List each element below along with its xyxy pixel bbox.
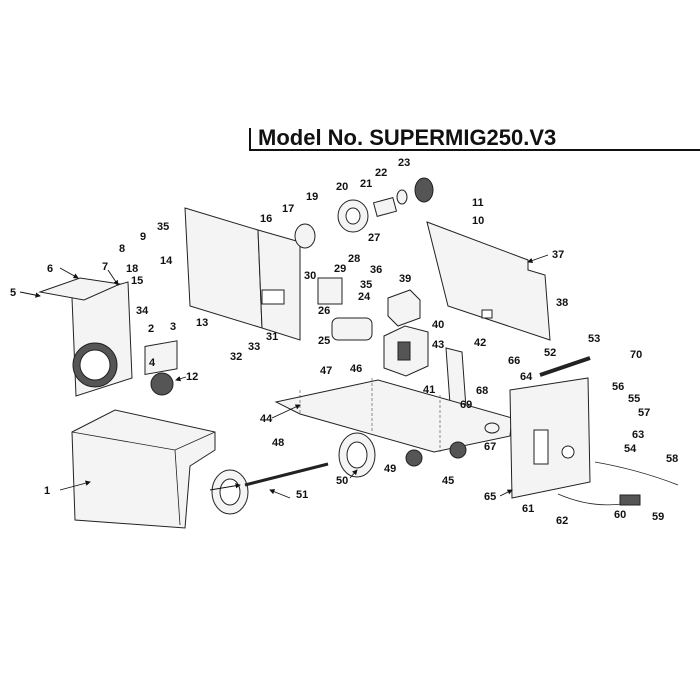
part-label-11: 11 xyxy=(472,197,484,209)
part-label-12: 12 xyxy=(186,371,198,383)
part-label-35: 35 xyxy=(157,221,169,233)
main-transformer-part xyxy=(383,325,429,377)
part-label-26: 26 xyxy=(318,305,330,317)
front-control-panel-part xyxy=(509,377,591,499)
wire-feed-assembly-part xyxy=(294,177,434,249)
axle-wheel-part xyxy=(211,462,329,515)
part-label-2: 2 xyxy=(148,323,154,335)
part-label-54: 54 xyxy=(624,443,637,455)
ground-clamp-cable-part xyxy=(557,461,679,506)
part-label-70: 70 xyxy=(630,349,642,361)
part-label-58: 58 xyxy=(666,453,678,465)
front-panel-part xyxy=(71,281,133,397)
large-wheel-part xyxy=(338,432,376,478)
side-cover-part xyxy=(71,409,216,529)
part-label-56: 56 xyxy=(612,381,624,393)
leader-lines xyxy=(19,254,549,499)
part-label-61: 61 xyxy=(522,503,534,515)
part-number-labels: 1 2 3 4 5 6 7 8 9 10 11 12 13 14 15 16 1… xyxy=(10,157,678,527)
part-label-9: 9 xyxy=(140,231,146,243)
filter-cylinder-part xyxy=(484,422,500,434)
model-number-title: Model No. SUPERMIG250.V3 xyxy=(258,125,556,150)
part-label-43: 43 xyxy=(432,339,444,351)
part-label-28: 28 xyxy=(348,253,360,265)
part-label-66: 66 xyxy=(508,355,520,367)
part-label-67: 67 xyxy=(484,441,496,453)
part-label-3: 3 xyxy=(170,321,176,333)
part-label-39: 39 xyxy=(399,273,411,285)
part-label-18: 18 xyxy=(126,263,138,275)
part-label-41: 41 xyxy=(423,384,435,396)
part-label-47: 47 xyxy=(320,365,332,377)
part-label-64: 64 xyxy=(520,371,533,383)
part-label-33: 33 xyxy=(248,341,260,353)
part-label-45: 45 xyxy=(442,475,454,487)
part-label-6: 6 xyxy=(47,263,53,275)
part-label-60: 60 xyxy=(614,509,626,521)
top-bracket-part xyxy=(38,277,122,301)
part-label-19: 19 xyxy=(306,191,318,203)
part-label-53: 53 xyxy=(588,333,600,345)
part-label-21: 21 xyxy=(360,178,372,190)
part-label-30: 30 xyxy=(304,270,316,282)
contactor-part xyxy=(317,277,343,305)
part-label-22: 22 xyxy=(375,167,387,179)
part-label-20: 20 xyxy=(336,181,348,193)
part-label-25: 25 xyxy=(318,335,330,347)
part-label-7: 7 xyxy=(102,261,108,273)
cooling-fan-part xyxy=(144,340,178,396)
part-label-68: 68 xyxy=(476,385,488,397)
part-label-29: 29 xyxy=(334,263,346,275)
transformer-block-part xyxy=(387,289,421,327)
part-label-31: 31 xyxy=(266,331,278,343)
part-label-15: 15 xyxy=(131,275,143,287)
part-label-4: 4 xyxy=(149,357,156,369)
part-label-17: 17 xyxy=(282,203,294,215)
part-label-27: 27 xyxy=(368,232,380,244)
middle-partition-part xyxy=(184,207,301,341)
top-lid-part xyxy=(426,221,551,341)
part-label-38: 38 xyxy=(556,297,568,309)
part-label-44: 44 xyxy=(260,413,273,425)
part-label-23: 23 xyxy=(398,157,410,169)
part-label-57: 57 xyxy=(638,407,650,419)
part-label-13: 13 xyxy=(196,317,208,329)
part-label-51: 51 xyxy=(296,489,308,501)
part-label-55: 55 xyxy=(628,393,640,405)
caster-wheels-part xyxy=(405,441,467,467)
base-tray-part xyxy=(274,378,513,453)
part-label-16: 16 xyxy=(260,213,272,225)
part-label-5: 5 xyxy=(10,287,16,299)
part-label-35b: 35 xyxy=(360,279,372,291)
torch-cable-part xyxy=(539,356,591,377)
motor-part xyxy=(331,317,373,341)
part-label-62: 62 xyxy=(556,515,568,527)
part-label-52: 52 xyxy=(544,347,556,359)
part-label-36: 36 xyxy=(370,264,382,276)
part-label-50: 50 xyxy=(336,475,348,487)
part-label-34: 34 xyxy=(136,305,149,317)
part-label-32: 32 xyxy=(230,351,242,363)
part-label-8: 8 xyxy=(119,243,125,255)
part-label-14: 14 xyxy=(160,255,173,267)
part-label-40: 40 xyxy=(432,319,444,331)
part-label-24: 24 xyxy=(358,291,371,303)
part-label-46: 46 xyxy=(350,363,362,375)
part-label-65: 65 xyxy=(484,491,496,503)
part-label-42: 42 xyxy=(474,337,486,349)
part-label-69: 69 xyxy=(460,399,472,411)
part-label-48: 48 xyxy=(272,437,284,449)
title-box: Model No. SUPERMIG250.V3 xyxy=(249,125,700,151)
part-label-59: 59 xyxy=(652,511,664,523)
part-label-37: 37 xyxy=(552,249,564,261)
part-label-49: 49 xyxy=(384,463,396,475)
part-label-1: 1 xyxy=(44,485,50,497)
part-label-10: 10 xyxy=(472,215,484,227)
part-label-63: 63 xyxy=(632,429,644,441)
